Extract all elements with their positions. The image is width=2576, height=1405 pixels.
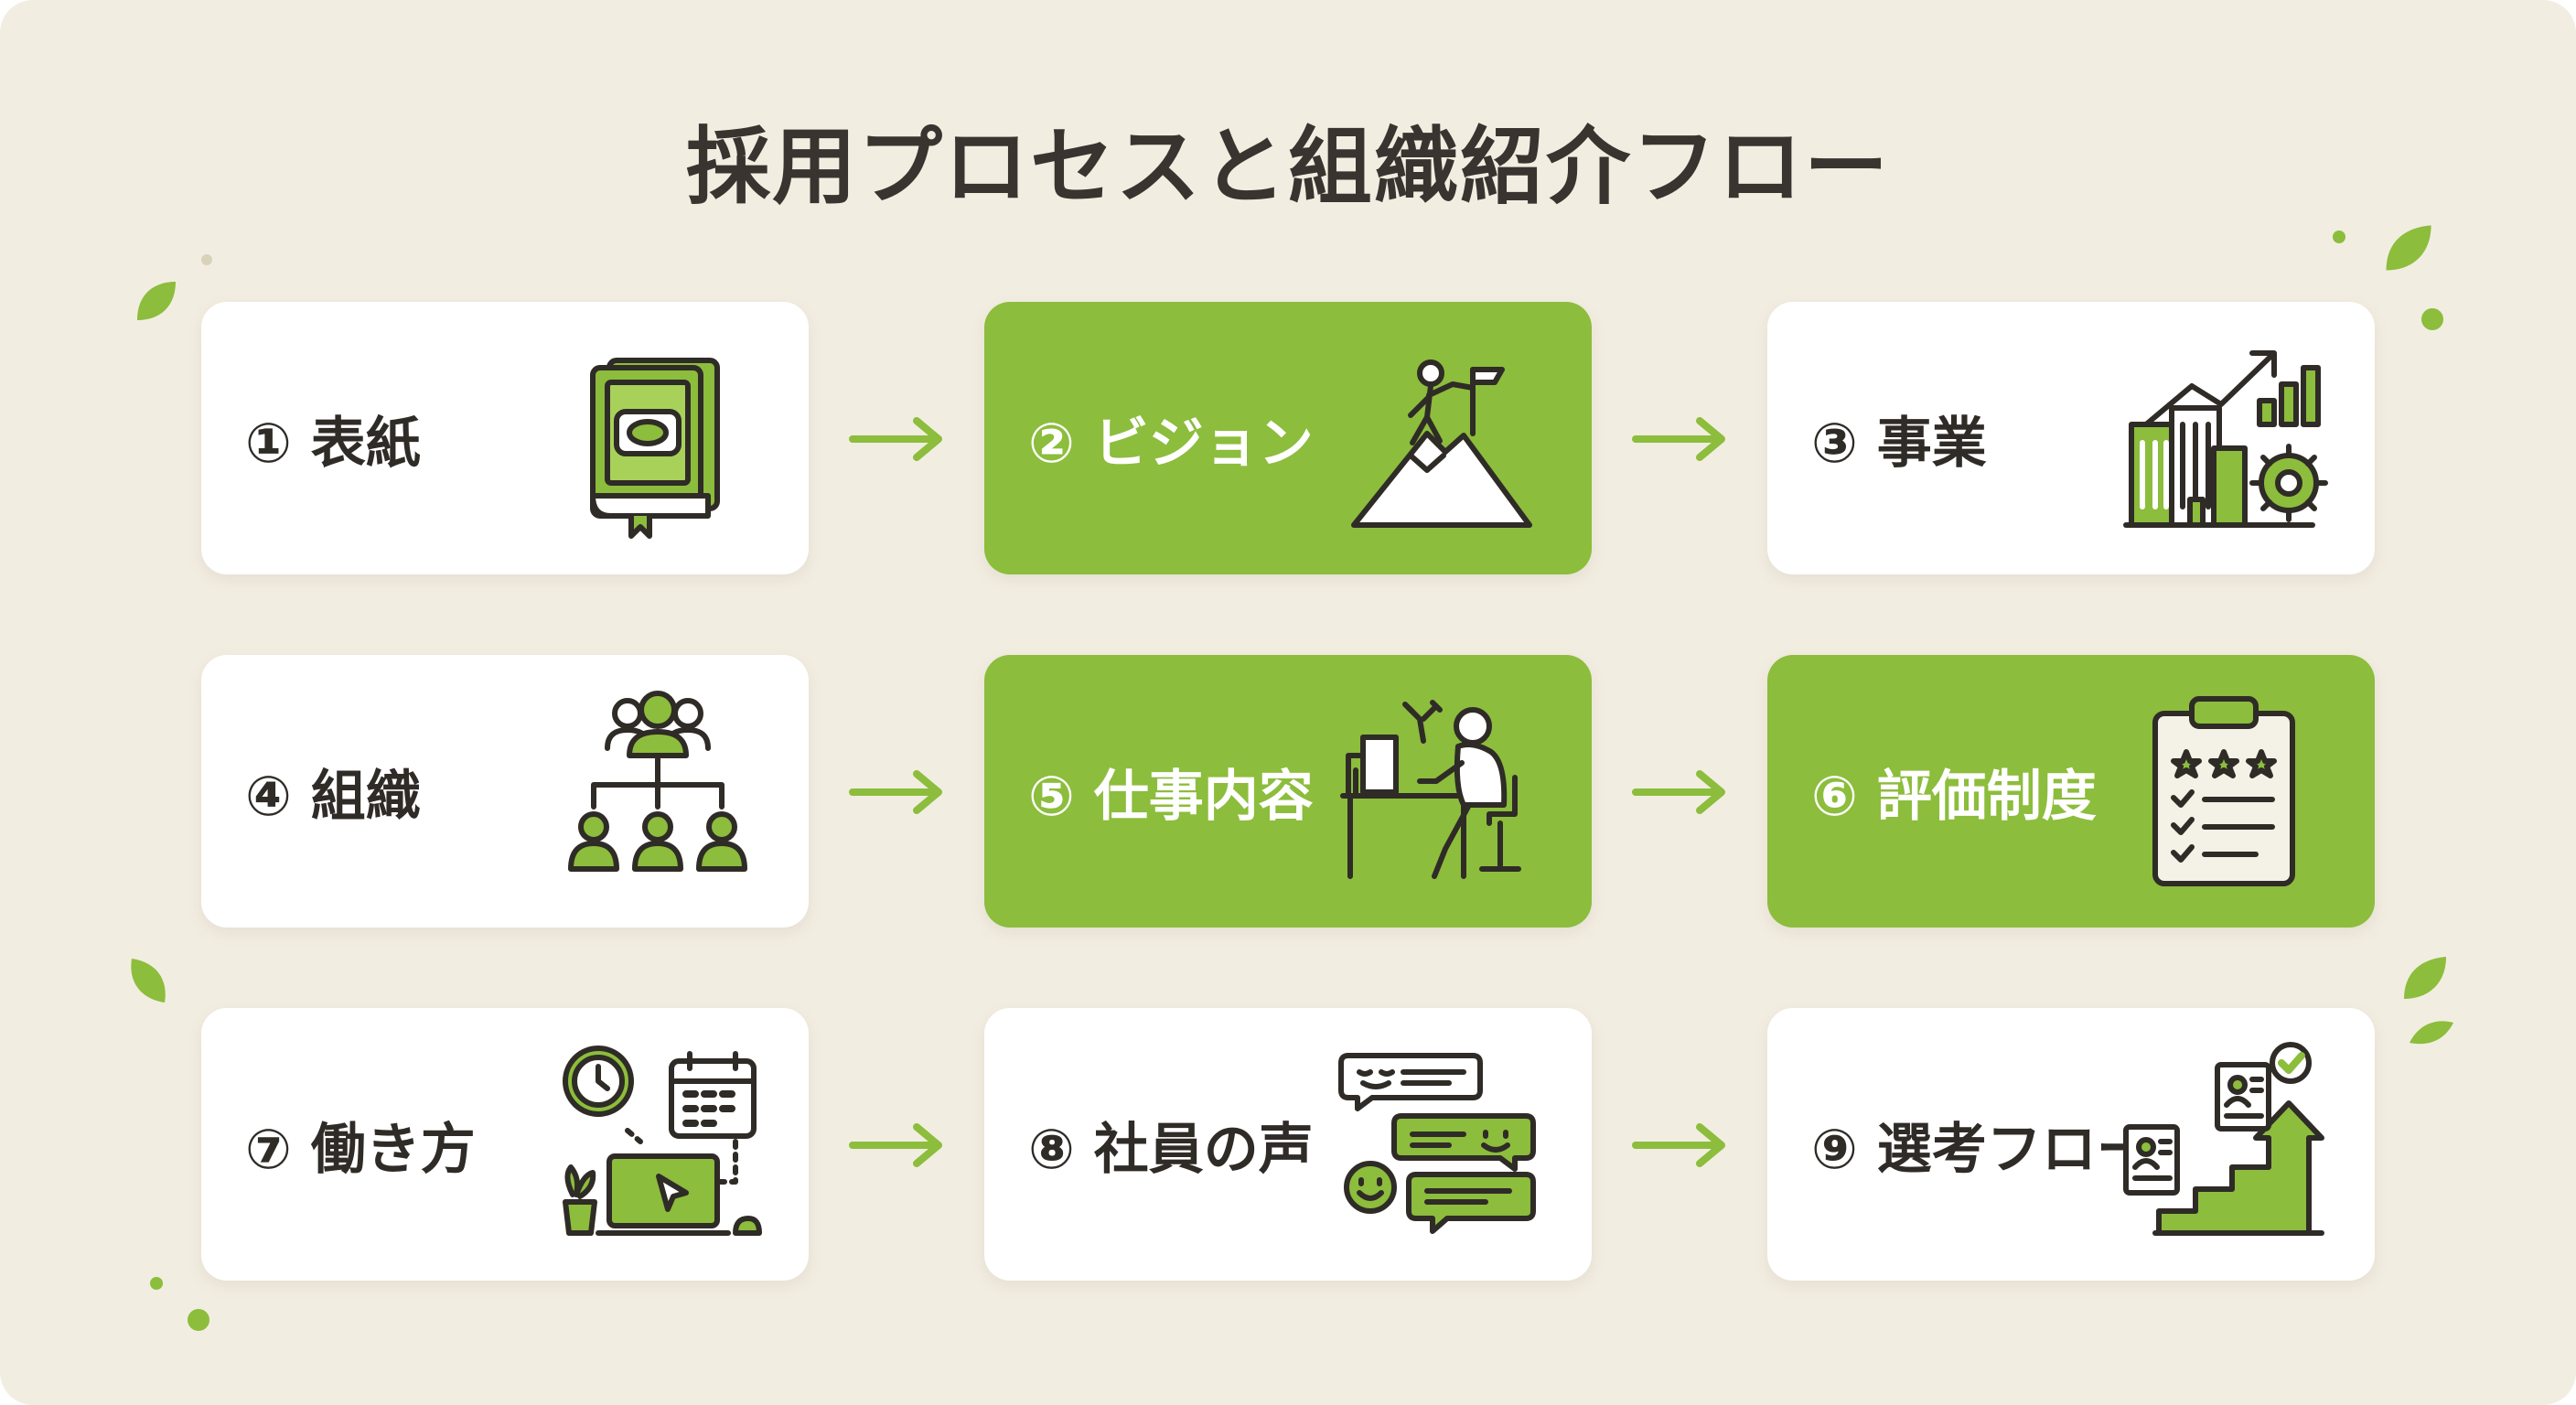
- org-chart-icon: [568, 691, 747, 872]
- step-label: ④ 組織: [245, 764, 421, 829]
- selection-steps-icon: [2123, 1042, 2324, 1236]
- step-card-workstyle[interactable]: ⑦ 働き方: [201, 1008, 809, 1281]
- step-label: ① 表紙: [245, 411, 421, 476]
- mountain-flag-icon: [1351, 359, 1532, 528]
- step-label: ⑤ 仕事内容: [1028, 764, 1314, 829]
- clipboard-rating-icon: [2152, 696, 2295, 886]
- arrow-right-icon: [1632, 417, 1725, 461]
- step-label: ② ビジョン: [1028, 411, 1314, 476]
- chat-bubbles-icon: [1338, 1053, 1536, 1234]
- arrow-right-icon: [849, 417, 942, 461]
- dot-decoration-icon: [2421, 308, 2443, 330]
- arrow-right-icon: [1632, 770, 1725, 814]
- dot-decoration-icon: [2333, 231, 2345, 243]
- step-label: ③ 事業: [1811, 411, 1987, 476]
- step-label: ⑨ 選考フロー: [1811, 1117, 2152, 1182]
- leaf-decoration-icon: [2386, 225, 2431, 271]
- step-card-organization[interactable]: ④ 組織: [201, 655, 809, 928]
- arrow-right-icon: [849, 770, 942, 814]
- page-title: 採用プロセスと組織紹介フロー: [685, 118, 1890, 216]
- dot-decoration-icon: [201, 254, 212, 265]
- arrow-right-icon: [1632, 1123, 1725, 1167]
- step-label: ⑦ 働き方: [245, 1117, 476, 1182]
- book-icon: [590, 358, 720, 539]
- leaf-decoration-icon: [137, 282, 176, 320]
- workstyle-icon: [563, 1046, 762, 1236]
- dot-decoration-icon: [188, 1309, 209, 1331]
- dot-decoration-icon: [150, 1277, 163, 1290]
- leaf-decoration-icon: [131, 959, 166, 1003]
- step-card-cover[interactable]: ① 表紙: [201, 302, 809, 574]
- business-growth-icon: [2123, 350, 2328, 528]
- step-label: ⑧ 社員の声: [1028, 1117, 1314, 1182]
- step-card-employee-voices[interactable]: ⑧ 社員の声: [984, 1008, 1592, 1281]
- step-card-vision[interactable]: ② ビジョン: [984, 302, 1592, 574]
- step-card-business[interactable]: ③ 事業: [1767, 302, 2375, 574]
- leaf-decoration-icon: [2410, 1021, 2453, 1045]
- leaf-decoration-icon: [2404, 957, 2446, 999]
- step-card-selection-flow[interactable]: ⑨ 選考フロー: [1767, 1008, 2375, 1281]
- step-card-job-description[interactable]: ⑤ 仕事内容: [984, 655, 1592, 928]
- step-card-evaluation[interactable]: ⑥ 評価制度: [1767, 655, 2375, 928]
- arrow-right-icon: [849, 1123, 942, 1167]
- desk-worker-icon: [1340, 700, 1521, 879]
- step-label: ⑥ 評価制度: [1811, 764, 2097, 829]
